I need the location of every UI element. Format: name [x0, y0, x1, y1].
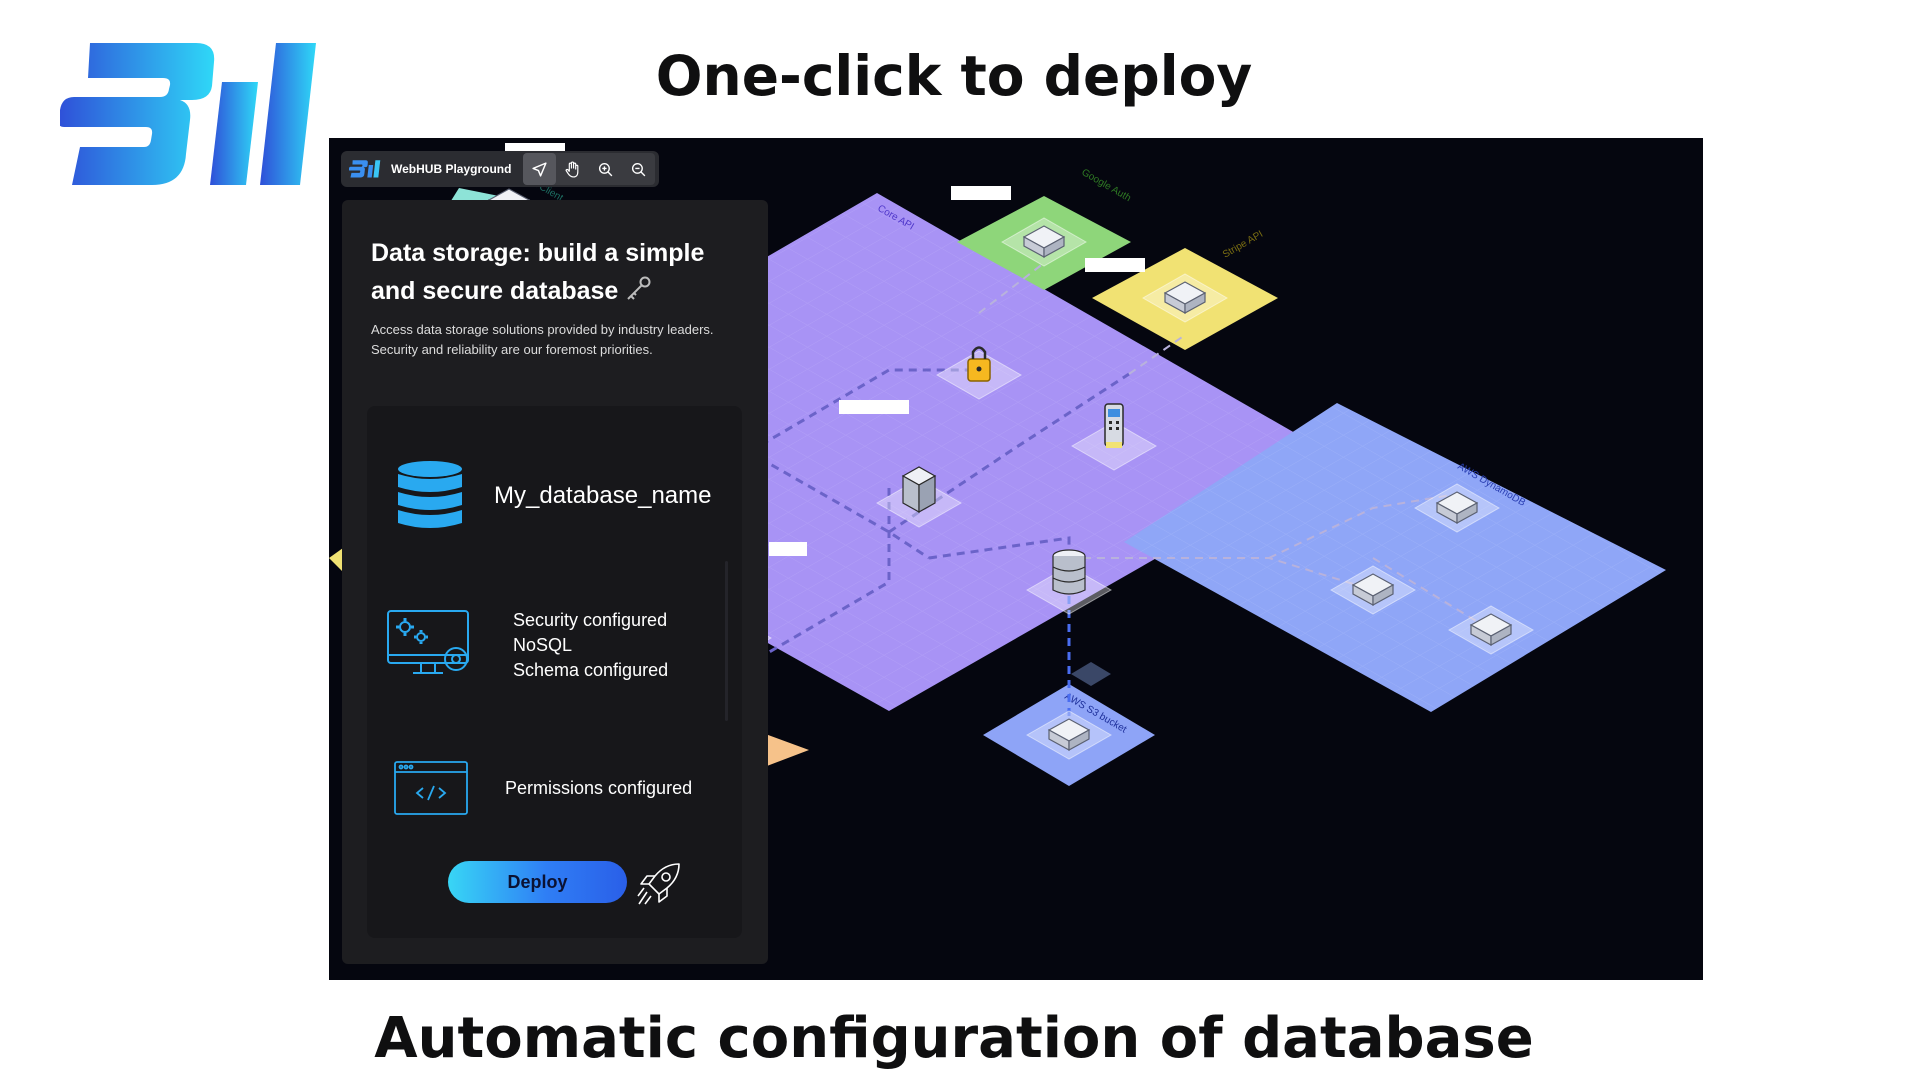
- google-auth-label: Google Auth: [1080, 167, 1133, 204]
- monitor-settings-icon: [387, 610, 469, 674]
- database-node-icon: [1052, 549, 1086, 595]
- config-status-list: Security configured NoSQL Schema configu…: [513, 608, 668, 683]
- config-security: Security configured: [513, 610, 668, 630]
- app-toolbar: WebHUB Playground: [341, 151, 660, 187]
- code-window-icon: [394, 761, 468, 815]
- lock-node-icon: [967, 346, 991, 382]
- card-scrollbar[interactable]: [725, 561, 728, 721]
- webhub-logo: [60, 43, 316, 185]
- app-logo-icon: [349, 160, 381, 178]
- deploy-button[interactable]: Deploy: [448, 861, 627, 903]
- server-node-icon: [901, 466, 937, 514]
- hand-tool-button[interactable]: [556, 153, 589, 185]
- zoom-in-tool-button[interactable]: [589, 153, 622, 185]
- config-schema: Schema configured: [513, 660, 669, 680]
- pointer-icon: [532, 161, 548, 177]
- tool-group: [523, 153, 656, 185]
- headline-top: One-click to deploy: [655, 44, 1253, 108]
- data-storage-panel: Data storage: build a simple and secure …: [342, 200, 768, 964]
- permissions-status: Permissions configured: [505, 778, 693, 798]
- stripe-api-label: Stripe API: [1221, 229, 1265, 261]
- zoom-in-icon: [599, 162, 613, 176]
- zoom-out-tool-button[interactable]: [622, 153, 655, 185]
- database-config-card: My_database_name Security configured NoS…: [367, 406, 742, 938]
- yellow-marker: [329, 548, 343, 572]
- headline-bottom: Automatic configuration of database: [374, 1006, 1534, 1071]
- app-name: WebHUB Playground: [391, 162, 512, 176]
- database-name: My_database_name: [494, 482, 712, 509]
- payment-terminal-icon: [1104, 403, 1124, 448]
- pointer-tool-button[interactable]: [523, 153, 557, 185]
- config-nosql: NoSQL: [513, 635, 573, 655]
- playground-canvas[interactable]: Core API Google Auth Stripe API AWS Dyna…: [329, 138, 1703, 980]
- panel-description: Access data storage solutions provided b…: [371, 322, 714, 357]
- panel-title: Data storage: build a simple and secure …: [371, 234, 751, 310]
- rocket-icon: [637, 863, 680, 905]
- database-icon: [398, 461, 462, 528]
- hand-icon: [565, 160, 579, 178]
- zoom-out-icon: [632, 162, 646, 176]
- panel-title-text: Data storage: build a simple and secure …: [371, 239, 705, 305]
- key-icon: [627, 276, 651, 300]
